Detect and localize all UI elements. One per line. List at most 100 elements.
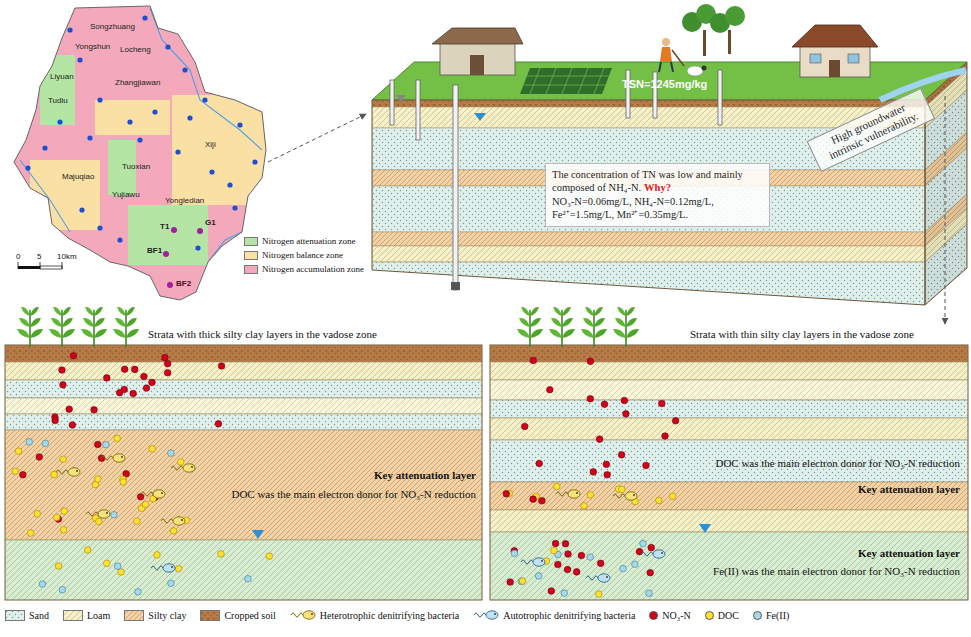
block-diagram xyxy=(728,30,731,54)
legend-item: NO₃-N xyxy=(649,610,690,621)
block-diagram xyxy=(660,47,672,62)
strata-panels xyxy=(490,418,968,440)
wells xyxy=(718,70,722,125)
crop-plants xyxy=(613,307,639,347)
crop-plants xyxy=(521,307,530,316)
block-diagram xyxy=(925,62,967,305)
crop-plants xyxy=(626,307,635,316)
site-id: BF2 xyxy=(176,279,191,288)
crop-plants xyxy=(83,318,94,327)
place-name: Zhangjiawan xyxy=(115,78,160,87)
block-diagram xyxy=(662,38,670,46)
study-sites xyxy=(171,227,177,233)
block-diagram xyxy=(520,68,612,94)
crop-plants xyxy=(94,329,107,338)
legend-item: Loam xyxy=(63,610,110,621)
solute-particles xyxy=(104,375,111,382)
legend-text: Loam xyxy=(87,610,110,621)
solute-particles xyxy=(96,518,103,525)
solute-particles xyxy=(555,561,562,568)
solute-particles xyxy=(56,454,665,582)
block-diagram xyxy=(792,25,878,47)
solute-particles xyxy=(36,454,43,461)
crop-plants xyxy=(62,307,71,316)
crop-plants xyxy=(126,318,137,327)
strata-panels xyxy=(5,345,482,600)
crop-plants xyxy=(615,318,626,327)
solute-particles xyxy=(547,386,554,393)
strata-panels xyxy=(5,345,482,362)
scale-number: 5 xyxy=(37,252,41,261)
crop-plants xyxy=(19,318,30,327)
study-sites xyxy=(197,228,203,234)
scale-bar xyxy=(18,262,19,269)
sample-points xyxy=(25,15,257,250)
block-diagram xyxy=(524,68,609,94)
block-diagram xyxy=(440,42,515,75)
solute-particles xyxy=(573,569,580,576)
place-name: Songzhuang xyxy=(90,22,135,31)
solute-particles xyxy=(596,436,603,443)
river-lines xyxy=(208,232,242,262)
solute-particles xyxy=(641,550,665,558)
strata-panels xyxy=(5,540,482,600)
district-map xyxy=(14,6,272,300)
solute-particles xyxy=(658,400,665,407)
solute-particles xyxy=(121,366,128,373)
block-diagram xyxy=(703,30,706,56)
note-text: NO₃-N=0.06mg/L, NH₄-N=0.12mg/L, Fe²⁺=1.5… xyxy=(552,195,763,222)
strata-panels xyxy=(490,510,968,532)
zone-legend-item: Nitrogen attenuation zone xyxy=(244,236,355,246)
solute-particles xyxy=(553,483,560,490)
block-diagram xyxy=(451,282,460,290)
crop-plants xyxy=(626,329,639,338)
solute-particles xyxy=(521,558,545,566)
strata-panels xyxy=(5,345,968,600)
crop-plants xyxy=(581,329,594,338)
strata-panels xyxy=(490,482,968,510)
solute-particles xyxy=(171,464,195,472)
wells xyxy=(390,80,394,125)
solute-particles xyxy=(596,591,603,598)
block-diagram xyxy=(372,4,967,305)
solute-particles xyxy=(511,550,518,557)
solute-particles xyxy=(114,435,121,442)
strata-panels xyxy=(490,440,968,482)
solute-particles xyxy=(134,518,141,525)
crop-plants xyxy=(562,307,571,316)
solute-particles xyxy=(60,526,67,533)
solute-particles xyxy=(27,530,34,537)
district-map xyxy=(30,160,100,230)
legend-dot xyxy=(753,611,762,620)
solute-particles xyxy=(143,385,150,392)
place-name: Liyuan xyxy=(50,72,74,81)
sample-points xyxy=(237,122,242,127)
solute-particles xyxy=(662,433,669,440)
solute-particles xyxy=(245,575,252,582)
solute-particles xyxy=(131,366,138,373)
solute-particles xyxy=(116,389,123,396)
solute-particles xyxy=(60,382,67,389)
scale-bar xyxy=(18,266,40,269)
solute-particles xyxy=(56,468,80,476)
legend-bacteria xyxy=(473,609,499,621)
legend-text: Sand xyxy=(29,610,49,621)
solute-particles xyxy=(503,490,510,497)
solute-particles xyxy=(640,540,647,547)
crop-plants xyxy=(594,307,603,316)
crop-plants xyxy=(30,307,39,316)
scale-bar xyxy=(40,266,62,269)
place-name: Locheng xyxy=(120,45,151,54)
sample-points xyxy=(175,149,180,154)
solute-particles xyxy=(648,544,655,551)
block-diagram xyxy=(810,54,821,63)
sample-points xyxy=(117,237,122,242)
block-diagram xyxy=(432,28,523,44)
crop-plants xyxy=(113,329,126,338)
crop-plants xyxy=(613,329,626,338)
place-name: Yongshun xyxy=(75,42,110,51)
crop-plants xyxy=(113,307,139,347)
sample-points xyxy=(87,135,92,140)
strata-panels xyxy=(490,345,968,362)
